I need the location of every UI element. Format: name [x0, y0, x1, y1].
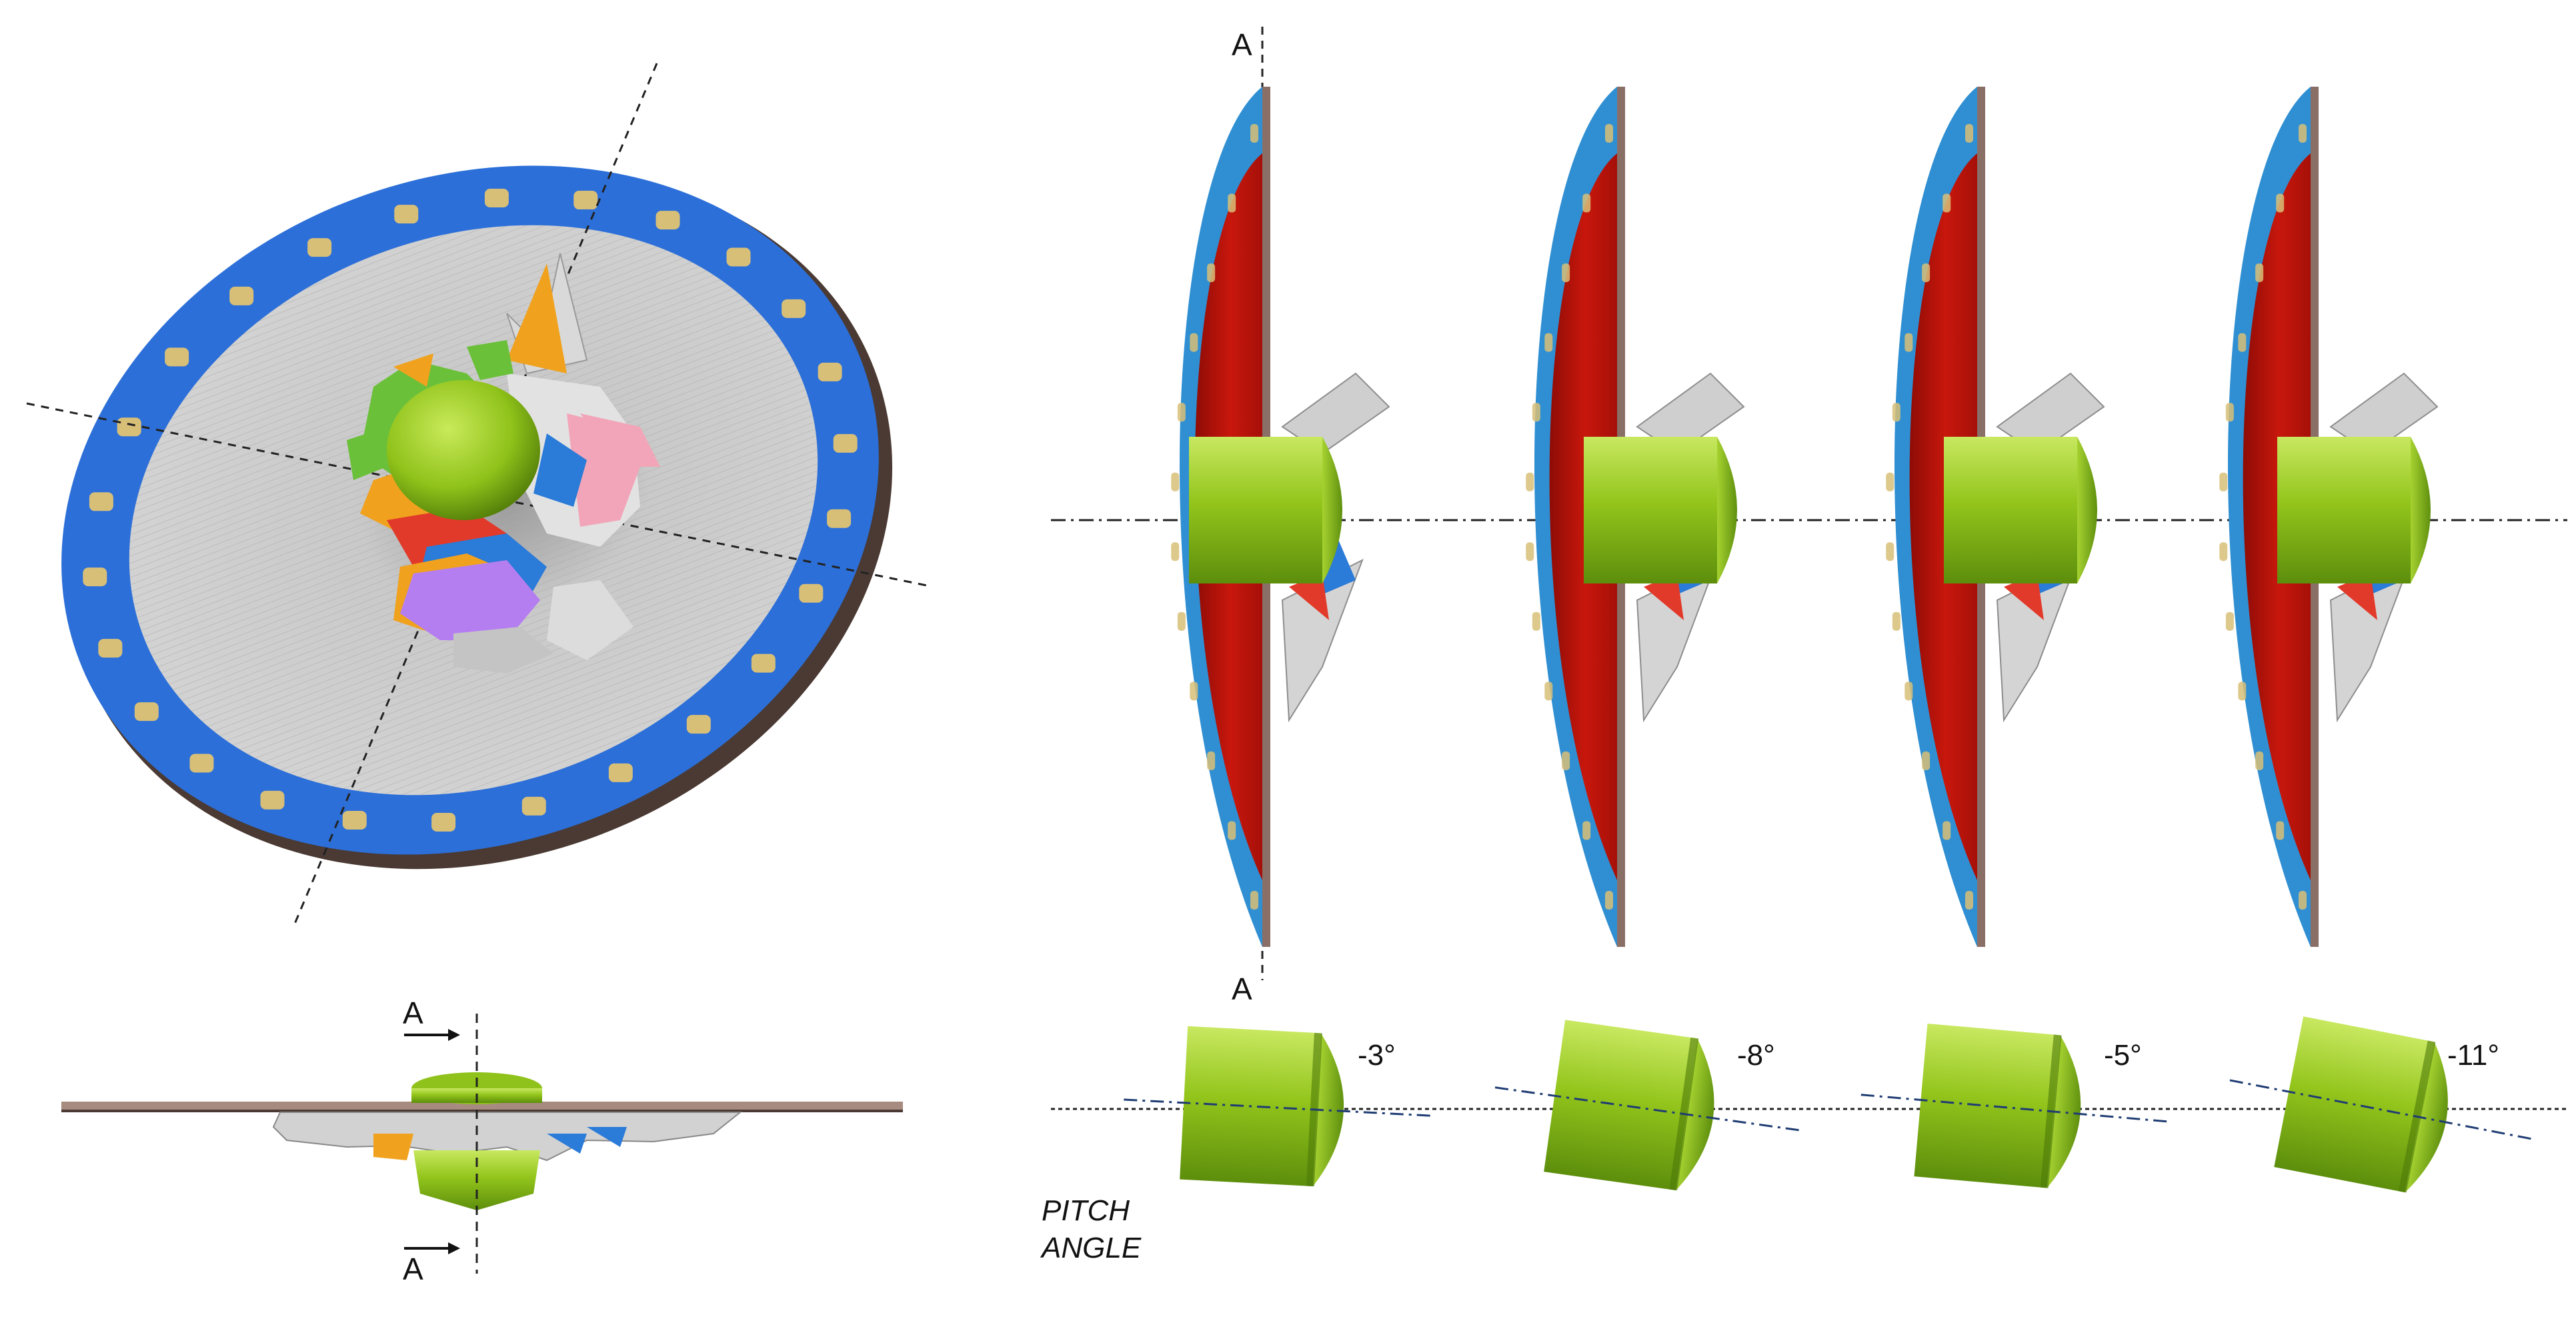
- flange-bolt: [608, 763, 633, 782]
- cross-section-4: [2219, 87, 2439, 947]
- pitch-projectile-3: [1860, 1023, 2167, 1188]
- flange-bolt: [799, 583, 824, 603]
- flange-bolt: [307, 238, 332, 257]
- side-arrow-label-top: A: [403, 996, 423, 1030]
- pitch-axis: [1494, 1086, 1799, 1132]
- pitch-angle-2: -8°: [1737, 1039, 1775, 1072]
- pitch-angle-4: -11°: [2447, 1039, 2499, 1072]
- cross-section-3: [1886, 87, 2105, 947]
- section-label-bottom: A: [1232, 972, 1252, 1006]
- flange-bolt: [83, 567, 107, 587]
- pitch-projectile-2: [1494, 1020, 1799, 1191]
- section-label-top: A: [1232, 27, 1252, 62]
- section-projectile: [2277, 437, 2411, 583]
- section-line-vertical: [292, 63, 658, 928]
- isometric-plate-view: [26, 63, 928, 928]
- flange-bolt: [89, 492, 113, 511]
- flange-bolt: [394, 205, 419, 224]
- flange-bolt: [134, 702, 159, 722]
- side-debris: [272, 1112, 742, 1162]
- flange-bolt: [342, 810, 367, 830]
- flange-bolt: [98, 639, 123, 658]
- section-projectile: [1189, 437, 1322, 583]
- pitch-projectile-4: [2229, 1016, 2531, 1193]
- flange-bolt: [484, 188, 509, 207]
- pitch-angle-1: -3°: [1358, 1039, 1396, 1072]
- cross-section-2: [1526, 87, 1745, 947]
- flange-bolt: [260, 790, 285, 810]
- pitch-angle-3: -5°: [2104, 1039, 2142, 1072]
- flange-bolt: [165, 347, 189, 367]
- flange-bolt: [573, 191, 598, 210]
- flange-bolt: [431, 813, 456, 832]
- pitch-axis: [1124, 1098, 1430, 1117]
- pitch-caption-line1: PITCH: [1042, 1194, 1130, 1227]
- pitch-caption-line2: ANGLE: [1042, 1232, 1142, 1264]
- flange-bolt: [686, 715, 711, 734]
- side-arrow-label-bottom: A: [403, 1252, 423, 1286]
- flange-bolt: [229, 286, 254, 305]
- cross-sections: [1171, 87, 2439, 947]
- flange-bolts: [83, 188, 858, 832]
- flange-bolt: [656, 211, 680, 230]
- pitch-axis: [1860, 1094, 2167, 1123]
- flange-bolt: [521, 796, 546, 816]
- side-plate: [61, 1102, 903, 1111]
- section-projectile: [1584, 437, 1717, 583]
- projectile-top-view: [387, 380, 540, 520]
- flange-bolt: [751, 653, 776, 673]
- flange-bolt: [833, 433, 858, 453]
- flange-bolt: [726, 247, 751, 267]
- flange-bolt: [117, 417, 141, 437]
- section-projectile: [1944, 437, 2077, 583]
- flange-bolt: [782, 299, 806, 318]
- pitch-projectile-1: [1124, 1026, 1430, 1187]
- pitch-views: [1124, 1016, 2531, 1193]
- flange-bolt: [818, 362, 842, 381]
- side-view: [61, 1014, 903, 1274]
- flange-bolt: [189, 754, 214, 773]
- flange-bolt: [827, 509, 852, 528]
- pitch-axis: [2229, 1079, 2531, 1140]
- cross-section-1: [1171, 87, 1390, 947]
